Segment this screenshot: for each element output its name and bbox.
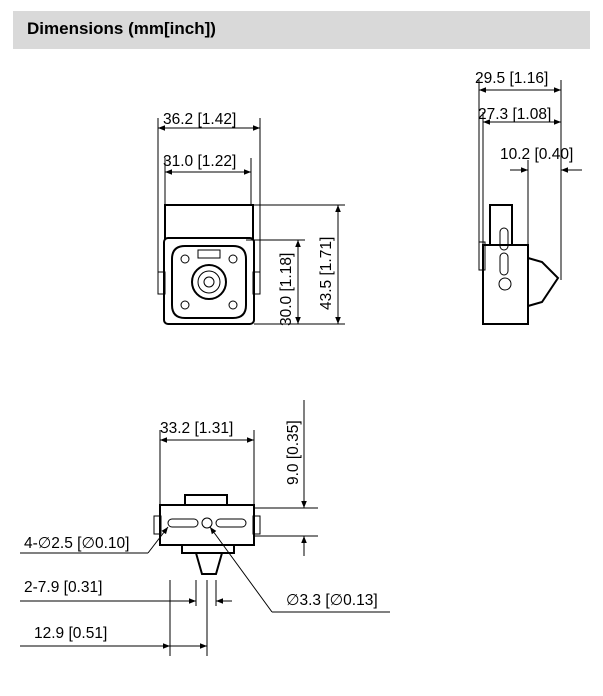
bottom-center-hole	[201, 517, 213, 529]
front-side-screw-left	[157, 271, 166, 295]
bottom-view: 33.2 [1.31] 9.0 [0.35] 4-∅2.5 [∅0.10] 2-…	[20, 400, 390, 656]
bottom-plate	[159, 504, 255, 546]
bottom-width-label: 33.2 [1.31]	[160, 420, 233, 437]
front-side-screw-right	[252, 271, 261, 295]
bottom-side-screw-right	[252, 515, 261, 535]
front-lens-ring	[191, 264, 227, 300]
front-plate	[171, 245, 247, 319]
bottom-side-screw-left	[153, 515, 162, 535]
bottom-slot-right	[215, 518, 247, 528]
bottom-slot-left	[167, 518, 199, 528]
bottom-bracket-top	[184, 494, 228, 506]
front-led	[197, 249, 221, 259]
side-bracket	[489, 204, 513, 246]
front-bracket	[164, 204, 254, 244]
front-body	[163, 237, 255, 325]
front-height-outer-label: 43.5 [1.71]	[318, 237, 335, 310]
front-screw-tr	[228, 254, 238, 264]
page-title: Dimensions (mm[inch])	[27, 19, 216, 38]
front-lens-center	[203, 276, 215, 288]
bottom-lens	[194, 552, 224, 575]
side-slot-top	[499, 227, 509, 251]
front-width-outer-label: 36.2 [1.42]	[163, 111, 236, 128]
side-depth-total-label: 29.5 [1.16]	[475, 70, 548, 87]
side-depth-body-label: 27.3 [1.08]	[478, 106, 551, 123]
bottom-center-hole-label: ∅3.3 [∅0.13]	[286, 592, 378, 609]
bottom-height-label: 9.0 [0.35]	[285, 420, 302, 485]
side-knob	[478, 241, 486, 271]
front-lens	[197, 270, 221, 294]
bottom-holes-label: 4-∅2.5 [∅0.10]	[24, 535, 129, 552]
header-bar: Dimensions (mm[inch])	[13, 11, 590, 49]
side-view: 29.5 [1.16] 27.3 [1.08] 10.2 [0.40]	[475, 70, 582, 325]
side-body	[482, 244, 529, 325]
side-lens-depth-label: 10.2 [0.40]	[500, 146, 573, 163]
front-width-inner-label: 31.0 [1.22]	[163, 153, 236, 170]
side-slot-bottom	[499, 252, 509, 276]
side-lens	[527, 256, 560, 308]
front-screw-br	[228, 300, 238, 310]
bottom-offset-label: 12.9 [0.51]	[34, 625, 107, 642]
front-view: 36.2 [1.42] 31.0 [1.22] 30.0 [1.18] 43.5…	[157, 111, 345, 326]
front-height-inner-label: 30.0 [1.18]	[278, 253, 295, 326]
bottom-slot-label: 2-7.9 [0.31]	[24, 579, 102, 596]
front-screw-bl	[180, 300, 190, 310]
front-screw-tl	[180, 254, 190, 264]
side-screw	[498, 277, 512, 291]
